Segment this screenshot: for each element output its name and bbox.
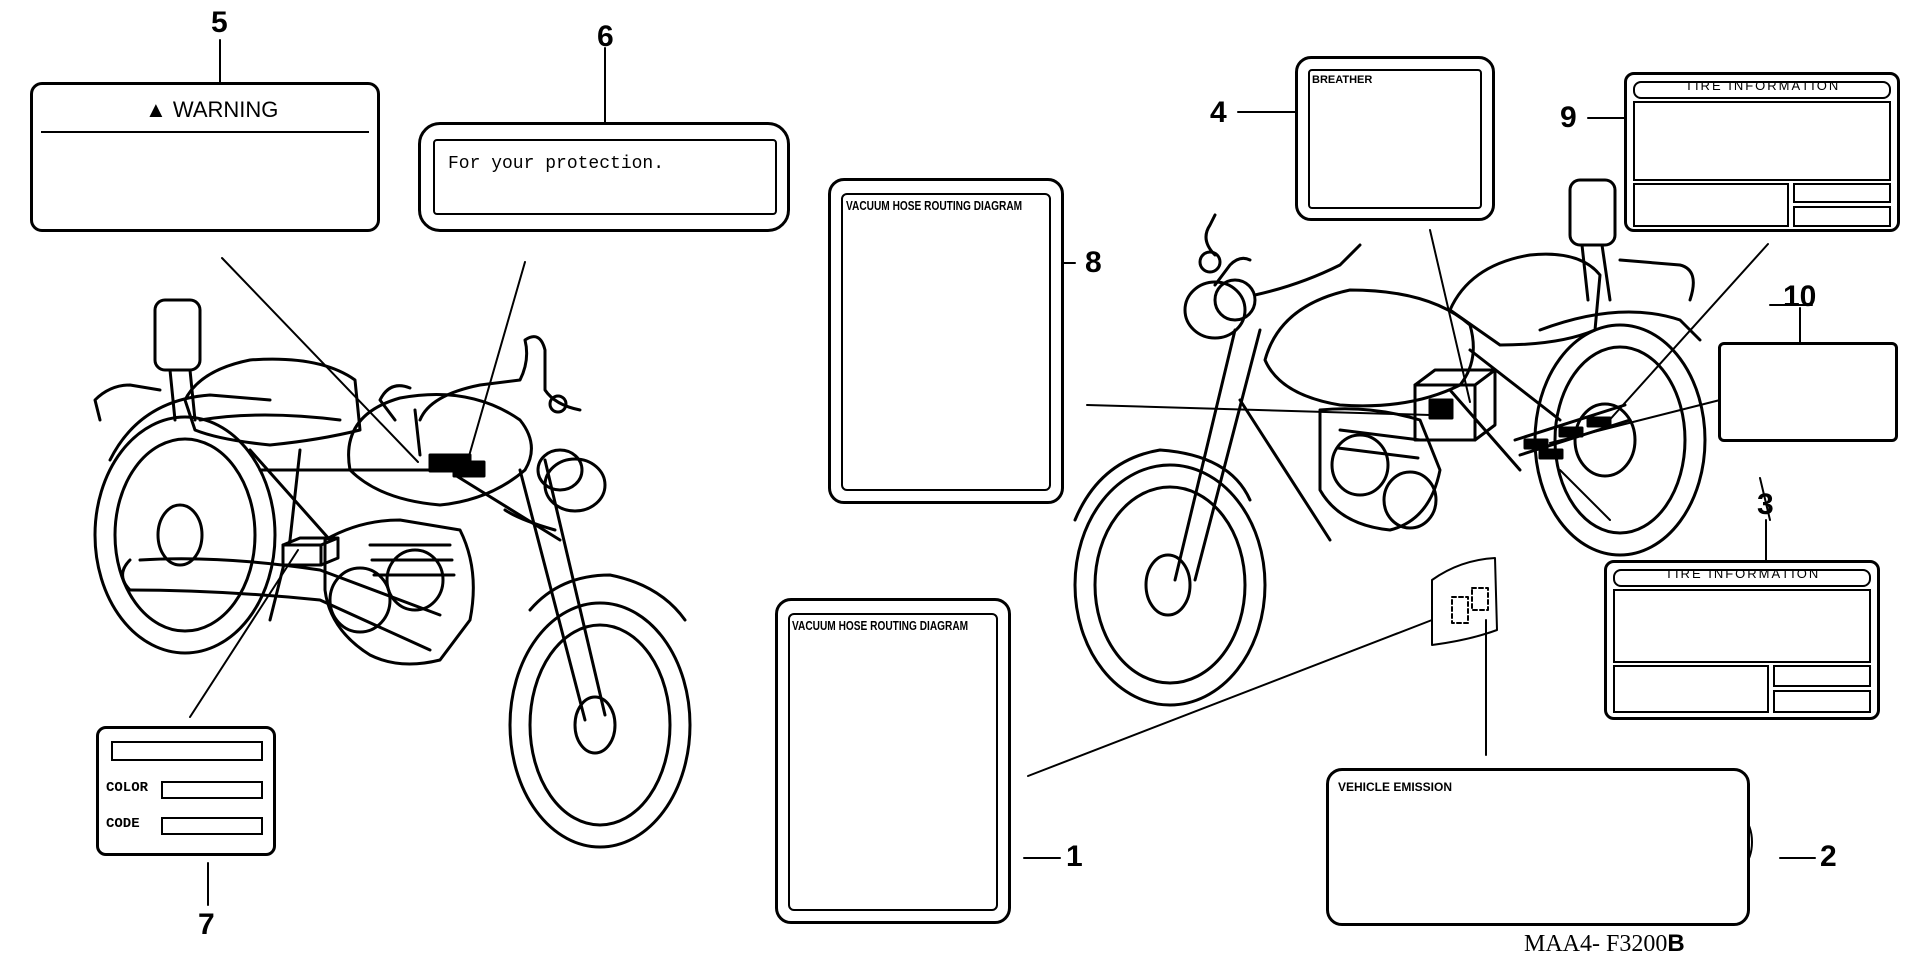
label-10 — [1718, 342, 1898, 442]
tire-info-label-mid-title: TIRE INFORMATION — [1665, 566, 1821, 581]
callout-6: 6 — [597, 20, 614, 53]
warning-triangle-icon: ▲ — [145, 97, 167, 122]
honda-wing-logo-icon — [1688, 804, 1752, 880]
callout-3: 3 — [1757, 488, 1774, 521]
vacuum-hose-label-bottom — [775, 598, 1011, 924]
breather-label-title: BREATHER — [1312, 74, 1373, 86]
warning-label-title: WARNING — [172, 97, 279, 122]
color-label-text: COLOR — [106, 780, 149, 796]
callout-4: 4 — [1210, 96, 1227, 129]
protection-label — [418, 122, 790, 232]
protection-label-text: For your protection. — [448, 154, 665, 174]
color-code-label — [96, 726, 276, 856]
left-motorcycle-drawing — [93, 298, 692, 849]
vacuum-hose-label-top-title: VACUUM HOSE ROUTING DIAGRAM — [846, 198, 1023, 213]
callout-1: 1 — [1066, 840, 1083, 873]
leader-lines — [189, 229, 1813, 906]
vacuum-hose-label-top — [828, 178, 1064, 504]
small-sticker-art — [1431, 557, 1498, 646]
figure-code-suffix: B — [1667, 930, 1685, 957]
right-motorcycle-drawing — [1073, 178, 1707, 707]
callout-7: 7 — [198, 908, 215, 941]
breather-label — [1295, 56, 1495, 221]
vacuum-hose-label-bottom-title: VACUUM HOSE ROUTING DIAGRAM — [792, 618, 969, 633]
tire-info-label-top-title: TIRE INFORMATION — [1685, 78, 1841, 93]
callout-10: 10 — [1783, 280, 1817, 313]
callout-5: 5 — [211, 6, 228, 39]
vehicle-emission-label — [1326, 768, 1750, 926]
tire-info-label-top — [1624, 72, 1900, 232]
callout-2: 2 — [1820, 840, 1837, 873]
callout-9: 9 — [1560, 101, 1577, 134]
figure-code-text: MAA4- F3200 — [1524, 931, 1668, 957]
callout-8: 8 — [1085, 246, 1102, 279]
code-label-text: CODE — [106, 816, 140, 832]
callout-ticks — [219, 39, 1816, 859]
figure-code: MAA4- F3200B — [1524, 930, 1685, 958]
warning-label: ▲ WARNING — [30, 82, 380, 232]
tire-info-label-mid — [1604, 560, 1880, 720]
vehicle-emission-label-title: VEHICLE EMISSION — [1338, 780, 1453, 794]
